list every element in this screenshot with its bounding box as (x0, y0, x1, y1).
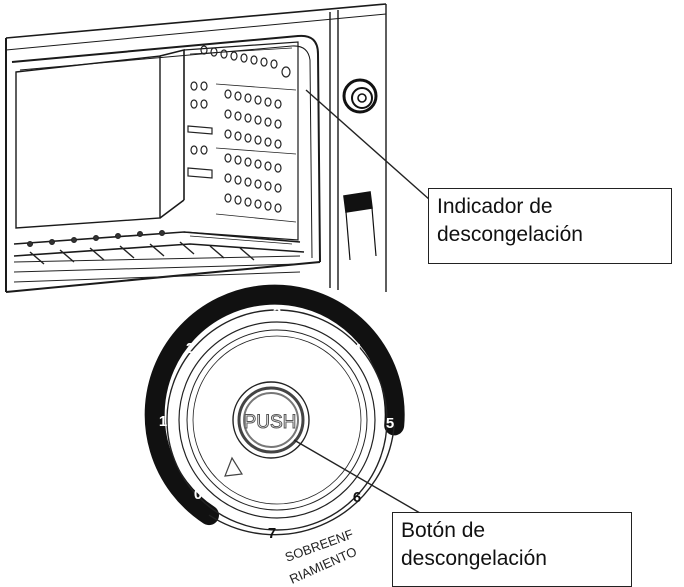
push-button-graphic (232, 381, 310, 459)
leader-line-push (293, 439, 433, 521)
dial-number-1: 1 (159, 413, 167, 430)
dial-number-3: 3 (273, 305, 281, 322)
basket-grid (13, 230, 301, 283)
dial-number-7: 7 (268, 525, 276, 542)
defrost-timer-dial (144, 284, 405, 536)
dial-number-4: 4 (353, 341, 362, 358)
defrost-indicator-light (342, 78, 378, 114)
dial-number-2: 2 (186, 340, 194, 357)
callout-defrost-button-line2: descongelación (401, 547, 547, 570)
triangle-marker-icon (224, 456, 244, 477)
callout-defrost-indicator-line2: descongelación (437, 223, 583, 246)
leader-line-indicator (305, 89, 431, 201)
dial-numbers: 0 1 2 3 4 5 6 7 (159, 305, 394, 542)
freezer-cabinet (5, 3, 387, 293)
dial-number-5: 5 (386, 415, 394, 432)
dial-outer-ring (166, 309, 388, 531)
dial-ring-4 (192, 335, 362, 505)
dial-number-0: 0 (194, 486, 202, 503)
door-latch (343, 191, 377, 261)
callout-defrost-button-line1: Botón de (401, 519, 486, 542)
dial-lower-arc (208, 425, 395, 536)
dial-ring-3 (186, 329, 368, 511)
dial-arc-ring (144, 284, 405, 526)
push-label: PUSH (244, 412, 297, 433)
callout-defrost-indicator-line1: Indicador de (437, 195, 553, 218)
ventilation-holes (187, 45, 297, 223)
supercool-label: SOBREENF RIAMIENTO (283, 526, 359, 586)
dial-ring-2 (178, 321, 376, 519)
callout-defrost-button: Botón de descongelación (392, 512, 632, 587)
callout-defrost-indicator: Indicador de descongelación (428, 188, 672, 264)
dial-number-6: 6 (353, 489, 361, 506)
